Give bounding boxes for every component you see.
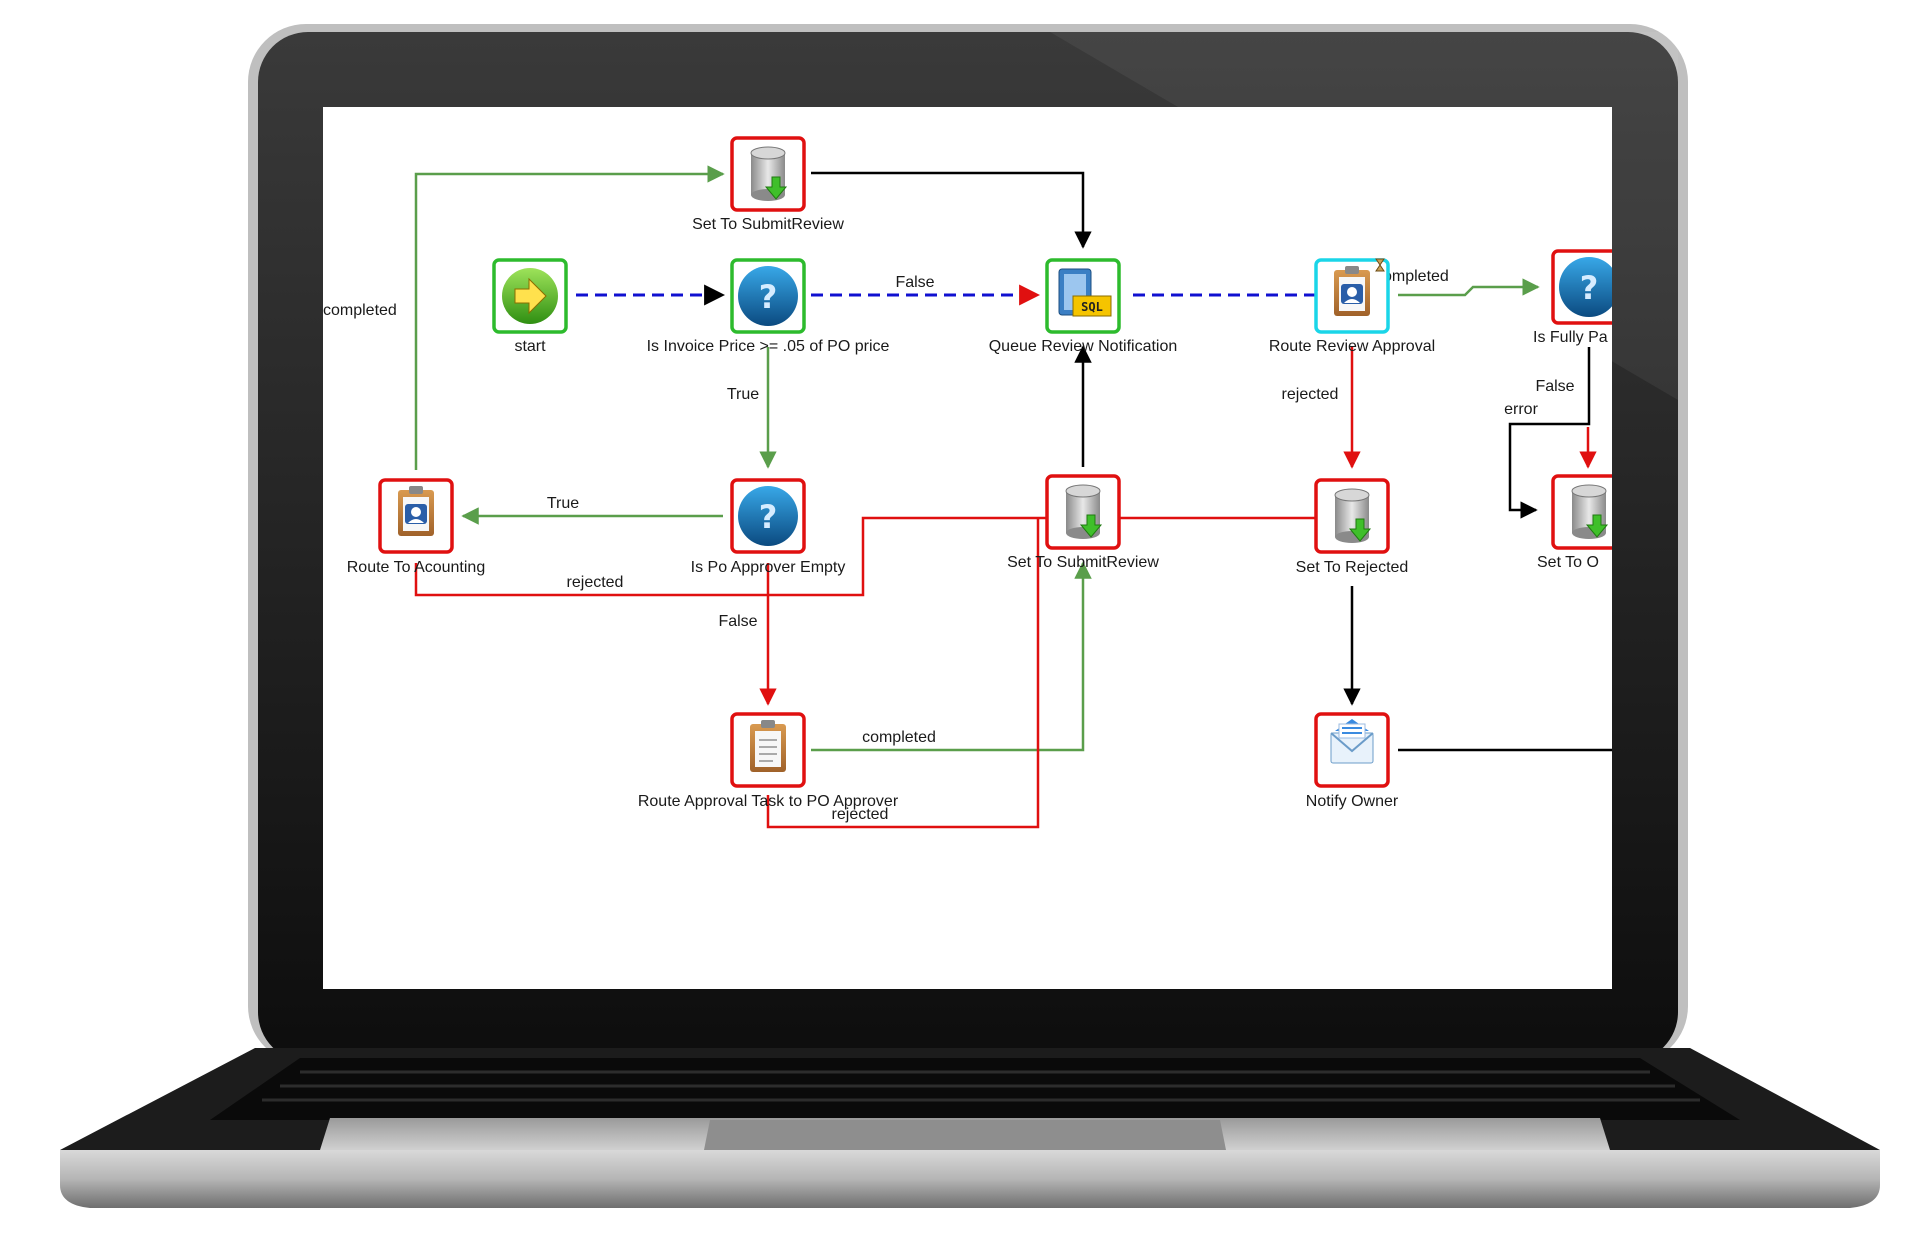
node-set-to-rejected[interactable]: Set To Rejected — [1296, 478, 1409, 576]
edge-set-submit-top-to-queue[interactable] — [811, 171, 1092, 249]
edge-label-false-down: False — [718, 613, 757, 630]
edge-route-accounting-rejected[interactable] — [414, 509, 1340, 597]
node-label-is-fully-paid: Is Fully Pa — [1533, 329, 1608, 346]
sql-icon: SQL — [1058, 268, 1112, 317]
node-label-set-to-o: Set To O — [1537, 554, 1599, 571]
edge-is-fully-error[interactable] — [1508, 347, 1591, 519]
node-label-route-approval-task: Route Approval Task to PO Approver — [638, 793, 899, 810]
node-label-notify-owner: Notify Owner — [1306, 793, 1399, 810]
edge-label-false-right: False — [1535, 378, 1574, 395]
node-set-submit-review-mid[interactable]: Set To SubmitReview — [1007, 474, 1159, 571]
node-set-to-o[interactable]: Set To O — [1537, 474, 1612, 571]
edge-label-completed-bottom: completed — [862, 729, 936, 746]
clipboard-icon — [750, 720, 786, 772]
node-queue-review-notification[interactable]: SQL Queue Review Notification — [989, 258, 1178, 355]
node-label-start: start — [514, 338, 546, 355]
clipboard-user-icon — [398, 486, 434, 536]
node-label-set-to-rejected: Set To Rejected — [1296, 559, 1409, 576]
node-label-route-review-approval: Route Review Approval — [1269, 338, 1435, 355]
svg-text:?: ? — [759, 498, 778, 536]
edge-label-rejected-review: rejected — [1282, 386, 1339, 403]
node-label-queue-review-notification: Queue Review Notification — [989, 338, 1178, 355]
edge-label-true-left: True — [547, 495, 579, 512]
edge-route-po-completed[interactable] — [811, 561, 1092, 752]
edge-label-error-right: error — [1504, 401, 1538, 418]
node-label-set-submit-review-mid: Set To SubmitReview — [1007, 554, 1159, 571]
edge-label-true-down: True — [727, 386, 759, 403]
node-is-po-approver-empty[interactable]: ? Is Po Approver Empty — [691, 478, 846, 576]
edge-label-completed-left: completed — [323, 302, 397, 319]
svg-text:?: ? — [759, 278, 778, 316]
node-is-invoice-price[interactable]: ? Is Invoice Price >= .05 of PO price — [647, 258, 890, 355]
workflow-canvas: False completed completed True True reje… — [323, 107, 1612, 989]
node-notify-owner[interactable]: Notify Owner — [1306, 712, 1399, 810]
node-label-is-invoice-price: Is Invoice Price >= .05 of PO price — [647, 338, 890, 355]
database-icon — [1334, 488, 1372, 543]
node-label-set-submit-review-top: Set To SubmitReview — [692, 216, 844, 233]
workflow-diagram: False completed completed True True reje… — [323, 136, 1612, 829]
question-icon: ? — [738, 486, 798, 546]
question-icon: ? — [1559, 257, 1612, 317]
svg-text:SQL: SQL — [1081, 300, 1103, 314]
envelope-icon — [1330, 719, 1374, 764]
node-label-is-po-approver-empty: Is Po Approver Empty — [691, 559, 846, 576]
edge-label-rejected-bottom: rejected — [832, 806, 889, 823]
arrow-right-icon — [502, 268, 558, 324]
node-start[interactable]: start — [492, 258, 568, 355]
node-route-review-approval[interactable]: Route Review Approval — [1269, 258, 1435, 355]
database-icon — [750, 146, 788, 201]
node-route-to-accounting[interactable]: Route To Acounting — [347, 478, 485, 576]
hourglass-icon — [1375, 258, 1385, 272]
edge-label-completed-review: completed — [1375, 268, 1449, 285]
clipboard-user-icon — [1334, 266, 1370, 316]
edge-label-rejected-left: rejected — [567, 574, 624, 591]
node-route-approval-task[interactable]: Route Approval Task to PO Approver — [638, 712, 899, 810]
edge-label-false: False — [895, 274, 934, 291]
edge-route-po-rejected[interactable] — [766, 518, 1040, 829]
svg-text:?: ? — [1580, 269, 1599, 307]
node-set-submit-review-top[interactable]: Set To SubmitReview — [692, 136, 844, 233]
database-icon — [1571, 484, 1609, 539]
database-icon — [1065, 484, 1103, 539]
node-label-route-to-accounting: Route To Acounting — [347, 559, 485, 576]
node-is-fully-paid[interactable]: ? Is Fully Pa — [1533, 249, 1612, 346]
edge-route-review-completed[interactable] — [1398, 278, 1540, 297]
question-icon: ? — [738, 266, 798, 326]
edge-route-accounting-completed[interactable] — [414, 165, 725, 470]
